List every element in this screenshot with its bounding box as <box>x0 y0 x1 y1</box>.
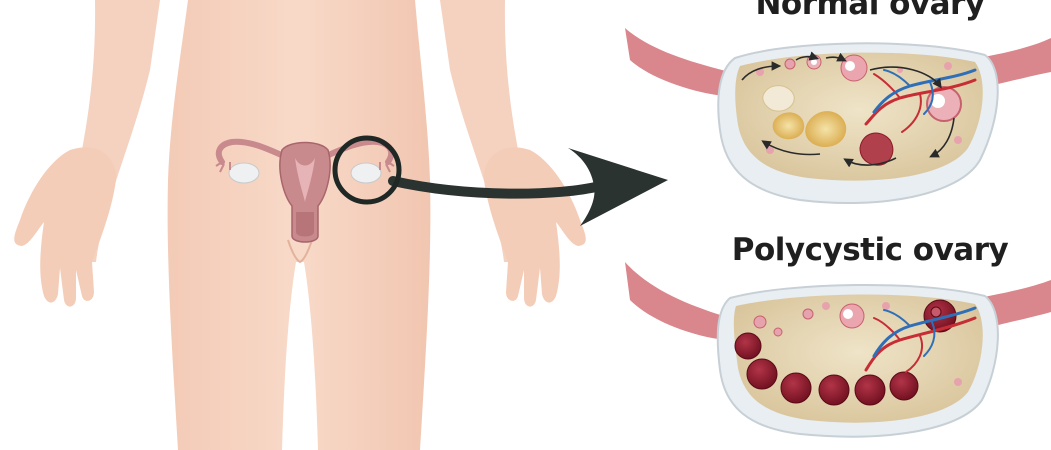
normal-ovary-diagram <box>625 28 1051 203</box>
normal-left-ligament <box>625 28 730 96</box>
polycystic-ovary-diagram <box>625 262 1051 437</box>
left-hand <box>14 147 116 306</box>
poly-left-ligament <box>625 262 730 340</box>
right-ovary-small <box>351 163 381 183</box>
polycystic-ovary-label: Polycystic ovary <box>690 232 1050 268</box>
left-ovary-small <box>229 163 259 183</box>
normal-ruptured-follicle <box>860 133 893 165</box>
right-hand <box>484 147 586 306</box>
normal-ovary-label: Normal ovary <box>700 0 1040 22</box>
cervix <box>296 212 314 237</box>
